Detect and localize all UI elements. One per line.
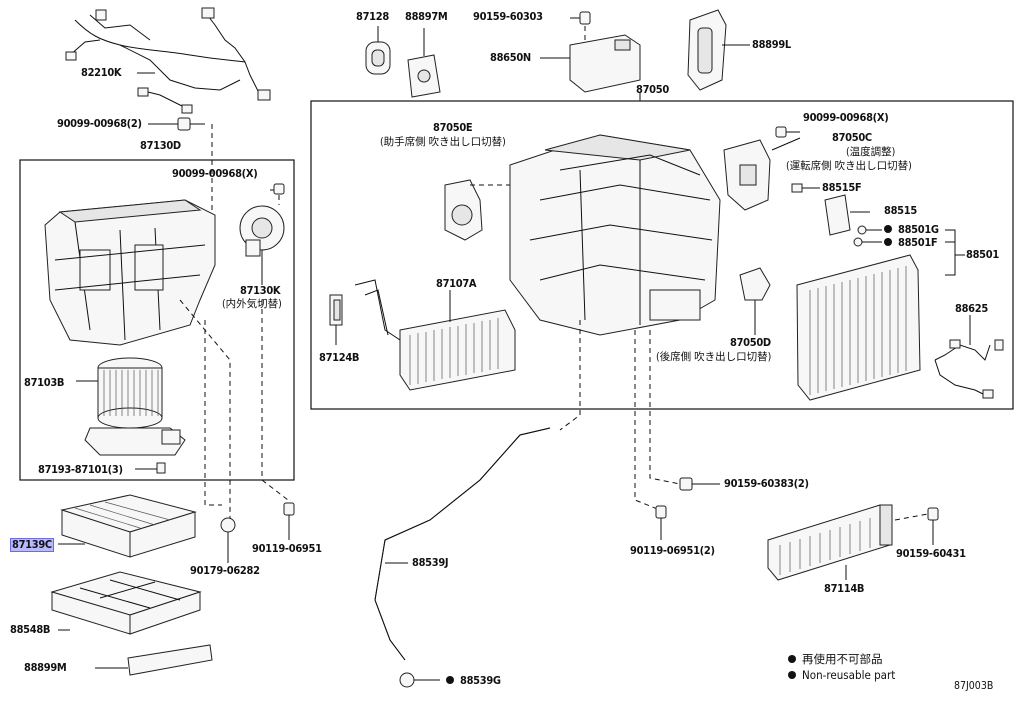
- label-88539g[interactable]: 88539G: [446, 675, 501, 687]
- legend-jp: 再使用不可部品: [788, 652, 883, 666]
- label-90159-60383[interactable]: 90159-60383(2): [724, 477, 809, 490]
- servo-motor-87130k-icon: [239, 205, 285, 257]
- label-90159-60431[interactable]: 90159-60431: [896, 547, 966, 560]
- drain-hose-88539j-icon: [374, 427, 551, 661]
- label-87050c[interactable]: 87050C: [832, 131, 872, 144]
- non-reusable-dot-icon: [446, 676, 454, 684]
- blower-case-87130d-icon: [44, 199, 216, 346]
- o-ring-icon-2: [853, 237, 863, 247]
- seal-88897m-icon: [407, 54, 441, 98]
- expansion-valve-88515-icon: [824, 194, 851, 236]
- label-87050e[interactable]: 87050E: [433, 121, 473, 134]
- label-87050[interactable]: 87050: [636, 83, 669, 96]
- label-88539g-text: 88539G: [460, 674, 501, 687]
- screw-icon: [177, 117, 205, 131]
- label-87124b[interactable]: 87124B: [319, 351, 360, 364]
- frame-87130d: [19, 159, 295, 481]
- label-88501g[interactable]: 88501G: [884, 224, 939, 236]
- label-90099-00968-x-b[interactable]: 90099-00968(X): [803, 111, 889, 124]
- label-88899m[interactable]: 88899M: [24, 661, 67, 674]
- heater-core-87107a-icon: [354, 279, 516, 391]
- label-87193-87101[interactable]: 87193-87101(3): [38, 463, 123, 476]
- hvac-unit-87050-icon: [509, 134, 721, 336]
- label-90179-06282[interactable]: 90179-06282: [190, 564, 260, 577]
- label-87130k-sub: (内外気切替): [222, 298, 282, 310]
- non-reusable-dot-icon: [884, 238, 892, 246]
- servo-motor-87050c-icon: [723, 139, 771, 211]
- label-87130k[interactable]: 87130K: [240, 284, 281, 297]
- label-87139c[interactable]: 87139C: [10, 538, 54, 552]
- label-88501[interactable]: 88501: [966, 248, 999, 261]
- filter-tray-88548b-icon: [50, 571, 202, 635]
- legend-dot-icon: [788, 655, 796, 663]
- legend-jp-text: 再使用不可部品: [802, 652, 883, 666]
- wire-harness-82210k-icon: [65, 7, 271, 114]
- blower-motor-87103b-icon: [84, 357, 186, 456]
- label-87050c-sub1: (温度調整): [846, 146, 896, 158]
- label-87107a[interactable]: 87107A: [436, 277, 477, 290]
- electric-heater-87114b-icon: [767, 504, 893, 581]
- label-87130d[interactable]: 87130D: [140, 139, 181, 152]
- clip-87124b-icon: [329, 294, 343, 326]
- label-90119-06951-2[interactable]: 90119-06951(2): [630, 544, 715, 557]
- evaporator-88501-icon: [796, 254, 921, 401]
- label-88515[interactable]: 88515: [884, 204, 917, 217]
- cabin-filter-87139c-icon: [60, 494, 197, 558]
- label-88515f[interactable]: 88515F: [822, 181, 862, 194]
- label-88501f[interactable]: 88501F: [884, 236, 938, 249]
- label-88501f-text: 88501F: [898, 236, 938, 249]
- legend-en-text: Non-reusable part: [802, 668, 896, 682]
- label-90159-60303[interactable]: 90159-60303: [473, 10, 543, 23]
- sensor-88625-icon: [934, 339, 1004, 399]
- cover-88899m-icon: [127, 644, 213, 676]
- legend-dot-icon: [788, 671, 796, 679]
- frame-87050: [310, 100, 1014, 410]
- label-90099-00968-2[interactable]: 90099-00968(2): [57, 117, 142, 130]
- grommet-icon: [220, 517, 236, 533]
- diagram-code: 87J003B: [954, 680, 994, 692]
- non-reusable-dot-icon: [884, 225, 892, 233]
- label-87050d-sub: (後席側 吹き出し口切替): [656, 351, 772, 363]
- cover-88899l-icon: [687, 9, 727, 91]
- label-88899l[interactable]: 88899L: [752, 38, 791, 51]
- label-87050c-sub2: (運転席側 吹き出し口切替): [786, 160, 912, 172]
- seal-87128-icon: [365, 41, 391, 75]
- label-82210k[interactable]: 82210K: [81, 66, 122, 79]
- servo-motor-87050d-icon: [739, 267, 771, 301]
- label-88650n[interactable]: 88650N: [490, 51, 531, 64]
- servo-motor-87050e-icon: [444, 179, 483, 241]
- label-88897m[interactable]: 88897M: [405, 10, 448, 23]
- o-ring-icon: [857, 225, 867, 235]
- legend-en: Non-reusable part: [788, 668, 895, 682]
- screw-icon-2: [283, 502, 295, 516]
- clamp-88539g-icon: [399, 672, 415, 688]
- label-88501g-text: 88501G: [898, 223, 939, 236]
- label-87114b[interactable]: 87114B: [824, 582, 865, 595]
- label-90099-00968-x-a[interactable]: 90099-00968(X): [172, 167, 258, 180]
- bracket-88650n-icon: [569, 34, 641, 93]
- label-87128[interactable]: 87128: [356, 10, 389, 23]
- label-88625[interactable]: 88625: [955, 302, 988, 315]
- label-88539j[interactable]: 88539J: [412, 556, 449, 569]
- label-87050d[interactable]: 87050D: [730, 336, 771, 349]
- label-88548b[interactable]: 88548B: [10, 623, 51, 636]
- label-90119-06951[interactable]: 90119-06951: [252, 542, 322, 555]
- label-87103b[interactable]: 87103B: [24, 376, 65, 389]
- label-87050e-sub: (助手席側 吹き出し口切替): [380, 136, 506, 148]
